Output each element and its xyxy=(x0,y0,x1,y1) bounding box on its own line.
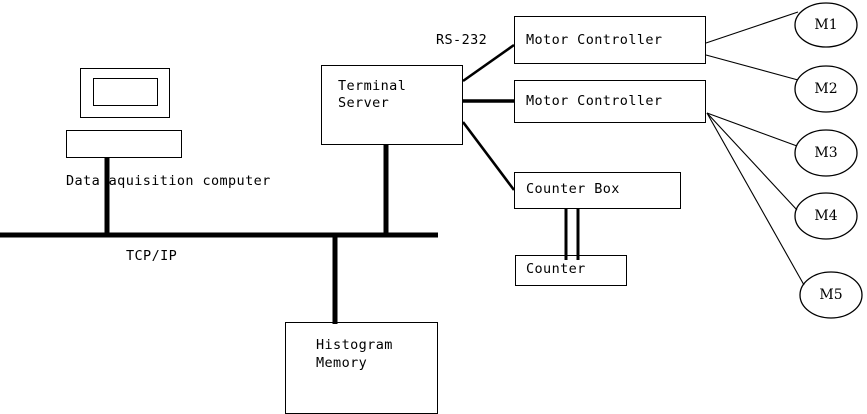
motor-label-m5: M5 xyxy=(819,287,843,303)
link-motor-controller-1-to-m2 xyxy=(705,54,799,81)
terminal-server-label-line2: Server xyxy=(338,95,390,111)
counter-box-label: Counter Box xyxy=(526,181,620,197)
link-motor-controller-2-to-m5 xyxy=(706,112,805,286)
motor-controller-2-label: Motor Controller xyxy=(526,93,663,109)
motor-label-m1: M1 xyxy=(814,17,838,33)
counter-box-node[interactable] xyxy=(514,172,681,209)
motor-label-m3: M3 xyxy=(814,145,838,161)
computer-screen-icon xyxy=(93,78,158,106)
link-motor-controller-1-to-m1 xyxy=(705,11,799,44)
histogram-memory-label-line1: Histogram xyxy=(316,337,393,353)
terminal-server-node[interactable] xyxy=(321,65,463,145)
motor-ellipse-m2 xyxy=(794,65,858,113)
motor-ellipse-m3 xyxy=(794,129,858,177)
motor-controller-1-label: Motor Controller xyxy=(526,32,663,48)
tcpip-bus-label: TCP/IP xyxy=(126,248,178,264)
link-terminal-server-to-counter-box xyxy=(461,121,516,191)
histogram-memory-label-line2: Memory xyxy=(316,355,368,371)
counter-label: Counter xyxy=(526,261,586,277)
link-motor-controller-2-to-m4 xyxy=(706,112,798,211)
rs232-link-label: RS-232 xyxy=(436,32,488,48)
data-acquisition-computer-label: Data aquisition computer xyxy=(66,173,271,189)
link-terminal-server-to-motor-controller-1 xyxy=(462,43,515,83)
motor-label-m2: M2 xyxy=(814,81,838,97)
computer-base-icon xyxy=(66,130,182,158)
terminal-server-label-line1: Terminal xyxy=(338,78,407,94)
motor-ellipse-m5 xyxy=(799,271,863,319)
motor-controller-2-node[interactable] xyxy=(514,80,706,123)
link-motor-controller-2-to-m3 xyxy=(706,112,798,147)
motor-controller-1-node[interactable] xyxy=(514,16,706,64)
motor-ellipse-m4 xyxy=(794,192,858,240)
counter-node[interactable] xyxy=(515,255,627,286)
motor-label-m4: M4 xyxy=(814,208,838,224)
computer-monitor-icon xyxy=(80,68,170,118)
motor-ellipse-m1 xyxy=(794,2,858,48)
